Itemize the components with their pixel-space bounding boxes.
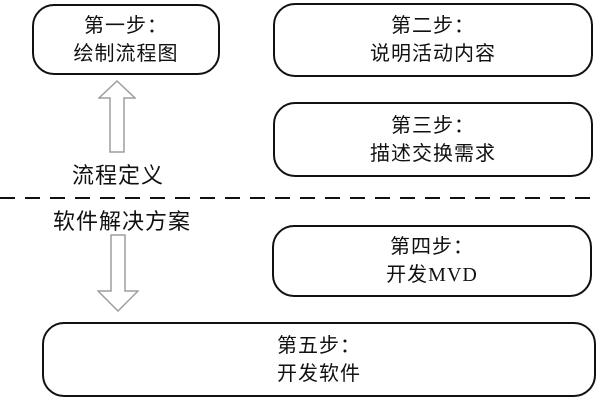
process-definition-label: 流程定义 xyxy=(71,163,164,188)
software-solution-label: 软件解决方案 xyxy=(52,209,191,234)
step-1-box: 第一步： 绘制流程图 xyxy=(32,4,220,75)
step-5-title: 第五步： xyxy=(277,334,361,357)
step-4-title: 第四步： xyxy=(390,236,474,258)
step-5-box: 第五步： 开发软件 xyxy=(42,322,596,397)
step-3-box: 第三步： 描述交换需求 xyxy=(273,102,593,177)
step-1-description: 绘制流程图 xyxy=(73,42,179,65)
step-5-description: 开发软件 xyxy=(277,362,361,385)
step-3-description: 描述交换需求 xyxy=(370,142,496,165)
step-4-box: 第四步： 开发MVD xyxy=(272,225,592,297)
step-3-title: 第三步： xyxy=(391,114,475,137)
up-arrow-icon xyxy=(98,80,136,153)
step-1-title: 第一步： xyxy=(84,14,168,37)
step-2-description: 说明活动内容 xyxy=(370,43,496,65)
step-2-box: 第二步： 说明活动内容 xyxy=(273,3,593,77)
step-2-title: 第二步： xyxy=(391,15,475,37)
step-4-description: 开发MVD xyxy=(386,264,478,286)
down-arrow-icon xyxy=(97,234,139,312)
section-divider-dashed-line xyxy=(0,197,600,199)
